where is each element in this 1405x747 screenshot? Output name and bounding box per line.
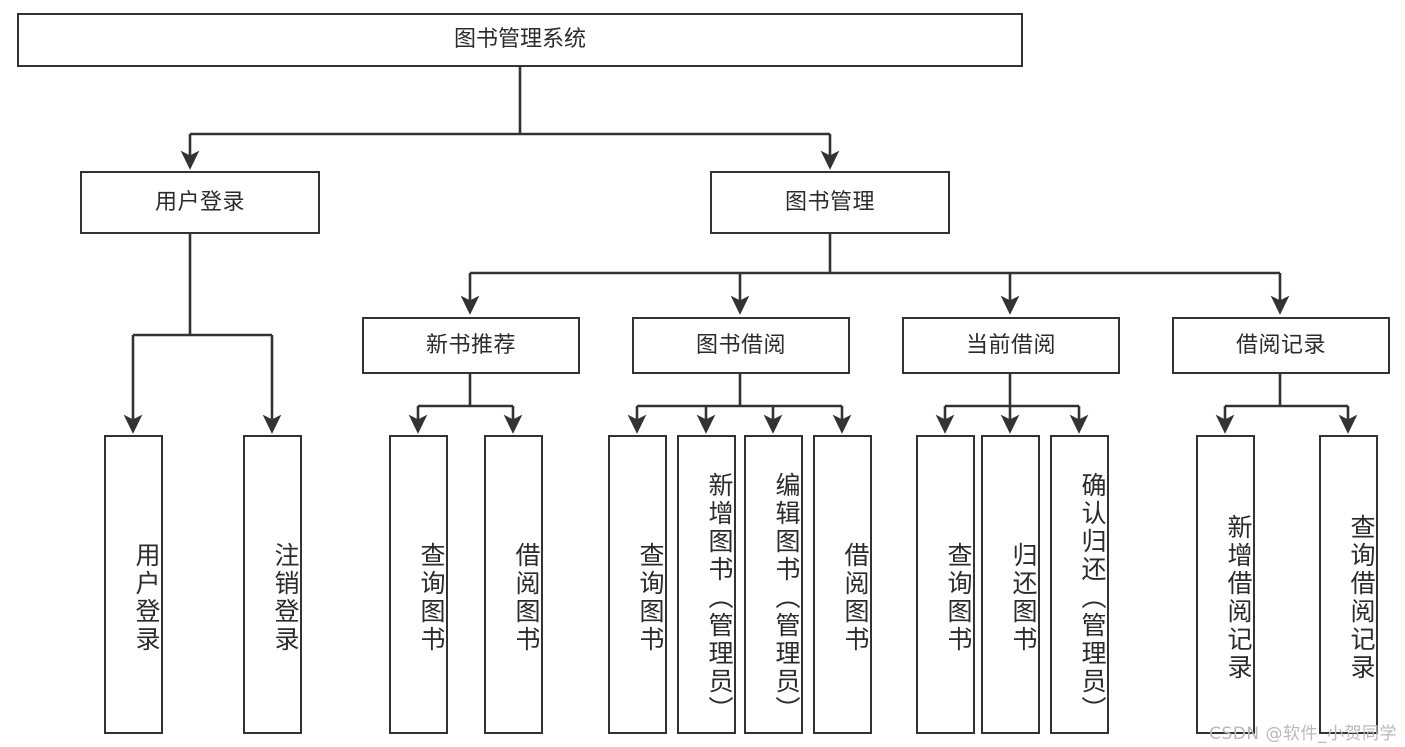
node-root-system[interactable]: 图书管理系统 — [17, 13, 1023, 67]
node-label: 新书推荐 — [425, 332, 516, 358]
node-label: 图书管理系统 — [453, 27, 586, 53]
leaf-borrow-query-book[interactable]: 查询图书 — [608, 435, 667, 734]
node-borrow-record[interactable]: 借阅记录 — [1172, 317, 1390, 374]
node-book-borrow[interactable]: 图书借阅 — [632, 317, 850, 374]
leaf-record-query-record[interactable]: 查询借阅记录 — [1319, 435, 1378, 734]
leaf-current-return-book[interactable]: 归还图书 — [981, 435, 1040, 734]
node-label: 编辑图书（管理员） — [772, 471, 801, 724]
leaf-borrow-borrow-book[interactable]: 借阅图书 — [813, 435, 872, 734]
leaf-current-query-book[interactable]: 查询图书 — [916, 435, 975, 734]
node-label: 查询图书 — [636, 541, 665, 654]
node-label: 借阅图书 — [841, 541, 870, 654]
node-label: 当前借阅 — [965, 332, 1056, 358]
node-new-book-recommend[interactable]: 新书推荐 — [362, 317, 580, 374]
leaf-borrow-add-book-admin[interactable]: 新增图书（管理员） — [677, 435, 736, 734]
node-book-management[interactable]: 图书管理 — [710, 171, 950, 234]
watermark-text: CSDN @软件_小贺同学 — [1209, 724, 1397, 744]
node-label: 用户登录 — [132, 541, 161, 654]
node-label: 借阅图书 — [512, 541, 541, 654]
node-label: 归还图书 — [1009, 541, 1038, 654]
leaf-recommend-query-book[interactable]: 查询图书 — [389, 435, 448, 734]
node-label: 借阅记录 — [1235, 332, 1326, 358]
node-label: 图书借阅 — [695, 332, 786, 358]
node-label: 新增图书（管理员） — [705, 471, 734, 724]
leaf-record-add-record[interactable]: 新增借阅记录 — [1196, 435, 1255, 734]
node-current-borrow[interactable]: 当前借阅 — [902, 317, 1120, 374]
node-label: 注销登录 — [271, 541, 300, 654]
node-label: 新增借阅记录 — [1224, 513, 1253, 682]
node-label: 查询图书 — [417, 541, 446, 654]
node-label: 图书管理 — [784, 189, 875, 215]
node-label: 查询图书 — [944, 541, 973, 654]
leaf-user-login-login[interactable]: 用户登录 — [104, 435, 163, 734]
node-label: 查询借阅记录 — [1347, 513, 1376, 682]
leaf-borrow-edit-book-admin[interactable]: 编辑图书（管理员） — [744, 435, 803, 734]
node-label: 用户登录 — [154, 189, 245, 215]
node-label: 确认归还（管理员） — [1078, 471, 1107, 724]
leaf-user-login-logout[interactable]: 注销登录 — [243, 435, 302, 734]
leaf-recommend-borrow-book[interactable]: 借阅图书 — [484, 435, 543, 734]
node-user-login[interactable]: 用户登录 — [80, 171, 320, 234]
leaf-current-confirm-return-admin[interactable]: 确认归还（管理员） — [1050, 435, 1109, 734]
